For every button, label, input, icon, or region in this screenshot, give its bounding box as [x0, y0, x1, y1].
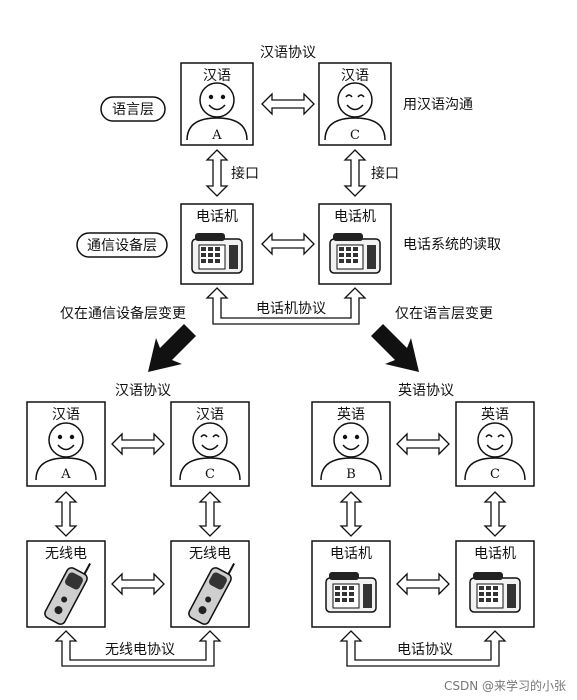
top-layer-language-label: 语言层	[112, 102, 154, 118]
br-device-protocol-bracket	[339, 630, 507, 667]
bl-person-a-lang: 汉语	[52, 407, 80, 423]
top-interface-left-label: 接口	[231, 165, 259, 182]
watermark: CSDN @来学习的小张	[444, 678, 566, 693]
br-person-b-lang: 英语	[337, 406, 365, 423]
top-language-arrow	[261, 92, 315, 116]
top-person-a-lang: 汉语	[203, 68, 231, 84]
top-change-left: 仅在通信设备层变更	[60, 305, 186, 322]
bl-box-device-right: 无线电	[170, 540, 250, 628]
bl-person-c-lang: 汉语	[196, 407, 224, 423]
br-box-person-c: 英语 C	[455, 401, 535, 487]
top-box-person-a: 汉语 A	[180, 62, 254, 146]
split-arrow-left-icon	[148, 324, 196, 372]
bl-device-protocol-label: 无线电协议	[105, 642, 175, 658]
bl-device-right-label: 无线电	[189, 546, 231, 562]
bl-box-person-c: 汉语 C	[170, 401, 250, 487]
telephone-icon	[469, 571, 521, 613]
top-interface-right-label: 接口	[371, 165, 399, 182]
top-change-right: 仅在语言层变更	[395, 306, 493, 322]
br-device-left-label: 电话机	[330, 546, 372, 562]
top-interface-left-arrow	[205, 149, 229, 197]
br-box-device-right: 电话机	[455, 540, 535, 628]
top-layer-language-badge: 语言层	[100, 96, 166, 122]
bl-person-c-letter: C	[205, 467, 215, 482]
bl-box-person-a: 汉语 A	[26, 401, 106, 487]
top-person-c-letter: C	[350, 128, 360, 143]
bl-device-protocol-bracket	[54, 630, 222, 667]
br-box-device-left: 电话机	[311, 540, 391, 628]
br-person-c-letter: C	[490, 467, 500, 482]
br-language-arrow	[396, 432, 450, 456]
top-layer-comm-label: 通信设备层	[87, 237, 157, 254]
top-layer-comm-badge: 通信设备层	[76, 232, 168, 258]
br-protocol-label: 英语协议	[398, 382, 454, 399]
telephone-icon	[191, 232, 243, 274]
br-interface-left-arrow	[339, 491, 363, 537]
top-device-protocol-label: 电话机协议	[256, 301, 326, 317]
telephone-icon	[325, 571, 377, 613]
top-box-person-c: 汉语 C	[318, 62, 392, 146]
top-note-language: 用汉语沟通	[403, 97, 473, 113]
bl-device-arrow	[111, 572, 165, 596]
bl-person-a-letter: A	[60, 467, 71, 482]
telephone-icon	[329, 232, 381, 274]
top-person-a-letter: A	[211, 128, 222, 143]
top-protocol-label: 汉语协议	[260, 45, 316, 61]
br-interface-right-arrow	[483, 491, 507, 537]
top-interface-right-arrow	[343, 149, 367, 197]
top-box-device-left: 电话机	[180, 203, 254, 285]
split-arrow-right-icon	[371, 324, 419, 372]
bl-interface-left-arrow	[54, 491, 78, 537]
bl-interface-right-arrow	[198, 491, 222, 537]
bl-protocol-label: 汉语协议	[115, 383, 171, 399]
br-device-right-label: 电话机	[474, 546, 516, 562]
br-person-c-lang: 英语	[481, 406, 509, 423]
top-device-arrow	[261, 232, 315, 256]
bl-box-device-left: 无线电	[26, 540, 106, 628]
top-device-left-label: 电话机	[196, 209, 238, 225]
top-device-right-label: 电话机	[334, 209, 376, 225]
top-person-c-lang: 汉语	[341, 68, 369, 84]
top-device-protocol-bracket	[205, 287, 367, 325]
bl-language-arrow	[111, 432, 165, 456]
top-box-device-right: 电话机	[318, 203, 392, 285]
br-device-protocol-label: 电话协议	[397, 642, 453, 658]
br-device-arrow	[396, 572, 450, 596]
bl-device-left-label: 无线电	[45, 546, 87, 562]
br-box-person-b: 英语 B	[311, 401, 391, 487]
br-person-b-letter: B	[346, 467, 356, 482]
top-note-device: 电话系统的读取	[403, 236, 501, 253]
